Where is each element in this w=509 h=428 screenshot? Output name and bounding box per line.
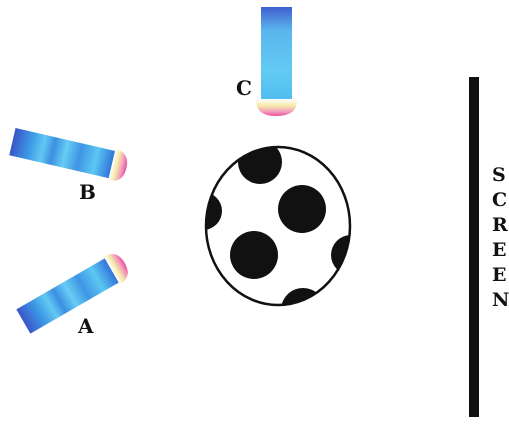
torch-c [256, 7, 297, 116]
ball-spot [184, 192, 222, 230]
torch-a-body [16, 257, 120, 333]
torch-a-label: A [78, 316, 94, 336]
ball-spot [331, 235, 371, 275]
torch-c-body [261, 7, 292, 101]
torch-a [15, 249, 132, 335]
ball-spot [281, 288, 325, 332]
screen-bar [469, 77, 479, 417]
screen-letter: E [492, 263, 509, 288]
screen-letter: S [492, 163, 509, 188]
spotted-ball [184, 140, 371, 332]
torch-b-label: B [79, 182, 96, 202]
screen-letter: R [492, 213, 509, 238]
ball-spot [278, 185, 326, 233]
screen-label: S C R E E N [492, 163, 509, 313]
torch-c-label: C [236, 78, 252, 98]
ball-spot [230, 231, 278, 279]
torch-c-lens [256, 99, 297, 116]
torch-b-body [9, 128, 117, 179]
screen-letter: N [492, 288, 509, 313]
torch-b [9, 126, 130, 183]
screen-letter: E [492, 238, 509, 263]
screen-letter: C [492, 188, 509, 213]
